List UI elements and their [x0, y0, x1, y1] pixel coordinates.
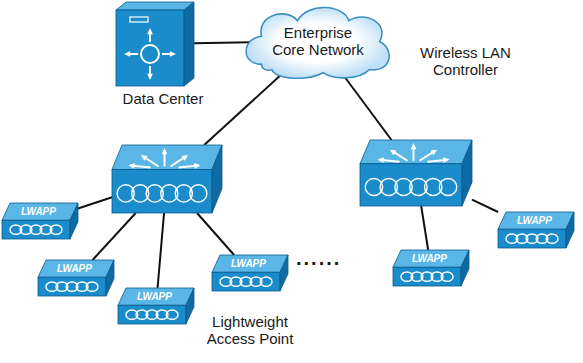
access-point: LWAPP Lightweight Access Point: [200, 255, 300, 361]
box-side: [106, 260, 114, 296]
text-holder: LWAPP: [221, 255, 276, 272]
device-tag: LWAPP: [137, 291, 172, 302]
port-loop: [86, 282, 98, 291]
server-slot: [130, 17, 148, 22]
box-top: [112, 145, 222, 169]
network-link: [158, 213, 164, 288]
box-top: [38, 260, 114, 277]
text-holder: LWAPP: [127, 288, 182, 305]
network-link: [340, 70, 392, 140]
device-tag: LWAPP: [57, 263, 92, 274]
arrow-head: [129, 163, 135, 169]
network-link: [472, 200, 498, 212]
arrow-head: [170, 51, 176, 57]
port-loop: [439, 179, 456, 196]
box-top: [393, 250, 469, 267]
box-side: [70, 203, 78, 239]
cloud-shape: [246, 7, 389, 78]
network-link: [204, 70, 286, 145]
box-front: [498, 229, 566, 248]
core-network-cloud: Enterprise Core Network: [241, 2, 395, 80]
port-loop: [50, 225, 62, 234]
access-point: LWAPP: [2, 203, 78, 239]
box-side: [212, 145, 222, 213]
box-front: [360, 164, 462, 206]
network-link: [194, 42, 251, 43]
switch-icon: [112, 145, 222, 213]
box-top: [2, 203, 78, 220]
box-front: [212, 272, 280, 291]
text-holder: LWAPP: [11, 203, 66, 220]
port-loop: [260, 277, 272, 286]
ellipsis-label: ......: [296, 248, 341, 268]
box-side: [186, 288, 194, 324]
box-top: [118, 288, 194, 305]
port-loop: [166, 310, 178, 319]
device-label: Data Center: [123, 90, 204, 107]
cloud-label: Enterprise Core Network: [268, 24, 368, 58]
arrow-head: [411, 143, 417, 149]
arrow-head: [443, 157, 449, 163]
box-top: [498, 212, 574, 229]
wlan-controller: [110, 140, 224, 218]
box-front: [393, 267, 461, 286]
network-link: [78, 197, 112, 208]
device-tag: LWAPP: [412, 253, 447, 264]
device-tag: LWAPP: [21, 206, 56, 217]
server-front: [116, 10, 184, 86]
device-label: Lightweight Access Point: [200, 313, 300, 347]
text-holder: Data Center: [108, 90, 218, 107]
box-side: [280, 255, 288, 291]
arrow-head: [124, 51, 130, 57]
arrow-head: [147, 28, 153, 34]
server-top: [116, 2, 194, 10]
server-icon: [116, 2, 194, 86]
network-link: [421, 206, 428, 250]
arrow-head: [378, 157, 384, 163]
label-holder: ......: [296, 248, 341, 268]
port-loop: [441, 272, 453, 281]
text-holder: LWAPP: [47, 260, 102, 277]
box-side: [462, 140, 472, 206]
device-tag: LWAPP: [231, 258, 266, 269]
wlan-controller: Wireless LAN Controller: [358, 40, 533, 208]
arrow-head: [390, 150, 397, 156]
text-holder: Wireless LAN Controller: [398, 44, 533, 78]
arrow-head: [194, 163, 200, 169]
box-side: [566, 212, 574, 248]
arrow-head: [182, 155, 189, 161]
access-point: LWAPP: [498, 212, 574, 248]
arrow-head: [147, 74, 153, 80]
network-link: [93, 213, 136, 260]
box-front: [2, 220, 70, 239]
access-point: LWAPP: [393, 250, 469, 286]
port-loop: [190, 185, 207, 202]
switch-icon: [360, 140, 472, 206]
device-tag: LWAPP: [517, 215, 552, 226]
network-link: [197, 213, 234, 255]
data-center-server: Data Center: [108, 0, 218, 116]
box-front: [118, 305, 186, 324]
arrow-head: [162, 148, 168, 154]
device-label: Wireless LAN Controller: [410, 44, 522, 78]
text-holder: Enterprise Core Network: [241, 2, 395, 80]
box-front: [38, 277, 106, 296]
server-emblem: [141, 45, 159, 63]
text-holder: Lightweight Access Point: [200, 313, 300, 347]
text-holder: LWAPP: [402, 250, 457, 267]
box-top: [360, 140, 472, 164]
box-side: [461, 250, 469, 286]
access-point: LWAPP: [38, 260, 114, 296]
port-loop: [546, 234, 558, 243]
arrow-head: [431, 150, 438, 156]
text-holder: LWAPP: [507, 212, 562, 229]
box-top: [212, 255, 288, 272]
access-point: LWAPP: [118, 288, 194, 324]
server-side: [184, 2, 194, 86]
arrow-head: [141, 155, 148, 161]
box-front: [112, 169, 212, 213]
